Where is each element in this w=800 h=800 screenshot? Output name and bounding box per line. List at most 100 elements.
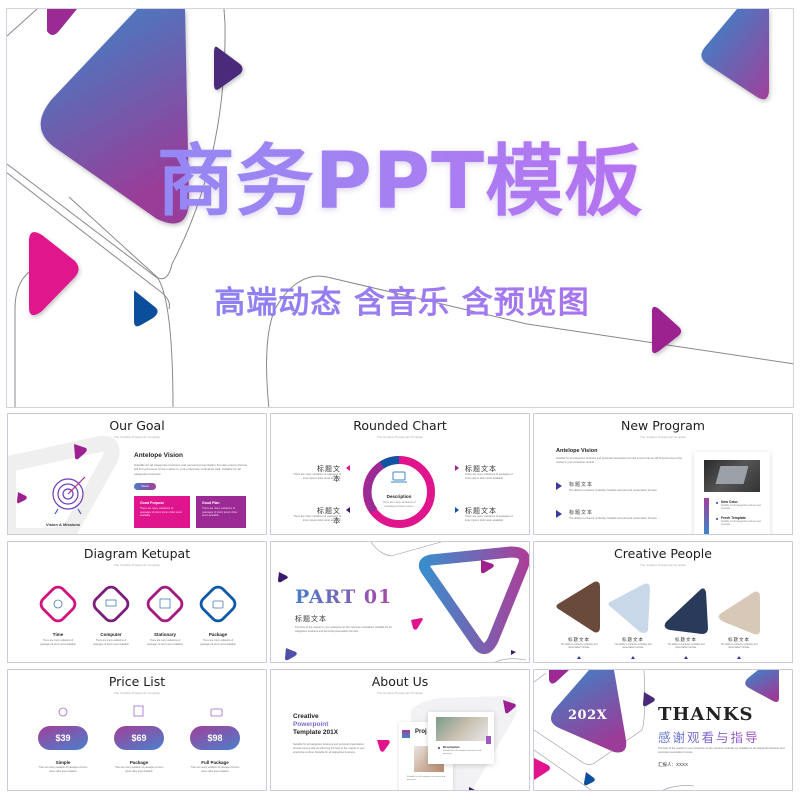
people-photos (556, 581, 760, 635)
description-popup: Description Suitable for all categories … (428, 712, 494, 764)
slide-rounded-chart[interactable]: Rounded Chart The Creative Powerpoint Te… (270, 413, 530, 535)
slide-title: Creative People (614, 546, 712, 561)
target-icon-label: Vision & Missions (46, 522, 81, 527)
triangle-left-icon (346, 465, 350, 471)
slide-part-01[interactable]: PART 01 标题文本 The best of the market to y… (270, 541, 530, 663)
card-item-title: Fresh Template (721, 516, 746, 520)
hero-title: 商务PPT模板 (7, 119, 793, 231)
part-body: The best of the market to your enterpris… (295, 626, 392, 633)
triangle-right-icon (455, 465, 459, 471)
diagram-label: Computer (100, 632, 122, 637)
laptop-photo (704, 460, 760, 492)
slide-our-goal[interactable]: Our Goal The Creative Powerpoint Templat… (7, 413, 267, 535)
about-body: Suitable for all categories business and… (293, 743, 365, 755)
about-heading-2: Powerpoint (293, 721, 329, 728)
our-goal-decoration (8, 435, 120, 534)
plan-name: Full Package (201, 760, 229, 765)
plan-name: Simple (55, 760, 71, 765)
item-body: There are many variations of passages of… (465, 515, 513, 522)
slide-creative-people[interactable]: Creative People The Creative Powerpoint … (533, 541, 793, 663)
donut-chart (363, 456, 435, 528)
section-heading: Antelope Vision (556, 448, 598, 454)
slide-subtitle: The Creative Powerpoint Template (640, 435, 686, 439)
part-title: PART 01 (295, 586, 393, 608)
diagram-body: There are many variations of passages of… (200, 639, 236, 646)
diagram-label: Stationary (153, 632, 176, 637)
part-heading: 标题文本 (295, 615, 327, 623)
person-title: 标题文本 (675, 638, 697, 643)
slide-thanks[interactable]: 202X THANKS 感谢观看与指导 The best of the mark… (533, 669, 793, 791)
plan-name: Package (129, 760, 149, 765)
slide-subtitle: The Creative Powerpoint Template (114, 691, 160, 695)
item-body: The ability to enhance verticality. Suit… (569, 517, 658, 520)
bullet-icon (716, 518, 718, 520)
slide-diagram-ketupat[interactable]: Diagram Ketupat The Creative Powerpoint … (7, 541, 267, 663)
plan-body: There are many variations of passages of… (190, 767, 240, 773)
price-pill-full[interactable]: $98 (190, 726, 240, 750)
card-title: Good Purpose (140, 501, 165, 505)
slide-subtitle: The Creative Powerpoint Template (377, 691, 423, 695)
section-heading: Antelope Vision (134, 452, 183, 459)
slide-title: Rounded Chart (353, 418, 447, 433)
card-body: There are many variations of passages of… (140, 507, 182, 517)
price-pill-simple[interactable]: $39 (38, 726, 88, 750)
item-title: 标题文本 (317, 507, 341, 525)
person-body: The ability to enhance verticality and p… (560, 644, 598, 650)
card-body: There are many variations of passages of… (202, 507, 238, 517)
thanks-decoration (534, 670, 779, 790)
person-body: The ability to enhance verticality and p… (667, 644, 705, 650)
slide-new-program[interactable]: New Program The Creative Powerpoint Temp… (533, 413, 793, 535)
card-title: Good Plan (202, 501, 220, 505)
play-triangle-icon (556, 510, 562, 518)
vision-pill-button[interactable]: Vision (134, 483, 156, 490)
play-triangle-icon (556, 482, 562, 490)
item-body: There are many variations of passages of… (293, 473, 341, 480)
office-photo (436, 717, 488, 741)
item-body: There are many variations of passages of… (465, 473, 513, 480)
popup-title: Description (443, 745, 460, 749)
gradient-bar (704, 498, 709, 534)
slide-title: Diagram Ketupat (83, 546, 191, 561)
program-card: New Color Suitable for all categories bu… (694, 452, 770, 534)
triangle-right-icon (455, 507, 459, 513)
slide-title: About Us (371, 674, 429, 689)
item-body: There are many variations of passages of… (293, 515, 341, 522)
person-body: The ability to enhance verticality and p… (720, 644, 758, 650)
slide-subtitle: The Creative Powerpoint Template (377, 435, 423, 439)
diagram-body: There are many variations of passages of… (93, 639, 129, 646)
accent-block (486, 736, 491, 744)
triangle-up-icon (631, 656, 635, 659)
triangle-up-icon (577, 656, 581, 659)
hero-cover-slide[interactable]: 商务PPT模板 高端动态 含音乐 含预览图 (6, 8, 794, 408)
slide-subtitle: The Creative Powerpoint Template (114, 435, 160, 439)
card-item-body: Suitable for all categories business and… (721, 521, 761, 527)
year-label: 202X (568, 708, 608, 723)
item-title: 标题文本 (569, 482, 594, 488)
plan-body: There are many variations of passages of… (38, 767, 88, 773)
gradient-square (402, 730, 410, 738)
price-pill-package[interactable]: $69 (114, 726, 164, 750)
price-icons (58, 705, 223, 717)
plan-body: There are many variations of passages of… (114, 767, 164, 773)
slide-subtitle: The Creative Powerpoint Template (640, 563, 686, 567)
item-title: 标题文本 (569, 510, 594, 516)
slide-about-us[interactable]: About Us The Creative Powerpoint Templat… (270, 669, 530, 791)
chart-center-label: Description (386, 494, 412, 499)
diagram-body: There are many variations of passages of… (147, 639, 183, 646)
slide-price-list[interactable]: Price List The Creative Powerpoint Templ… (7, 669, 267, 791)
bullet-icon (438, 747, 440, 749)
chart-center-body: There are many variations of passages of… (382, 501, 416, 508)
diagram-body: There are many variations of passages of… (40, 639, 76, 646)
reporter-label: 汇报人：XXXX (658, 762, 689, 767)
part01-decoration (278, 542, 529, 662)
popup-body: Suitable for all categories business and… (443, 750, 482, 756)
item-title: 标题文本 (317, 465, 341, 483)
section-body: Suitable for all categories business and… (556, 457, 682, 464)
slide-title: New Program (621, 418, 705, 433)
hero-subtitle: 高端动态 含音乐 含预览图 (7, 277, 793, 322)
project-card-title: Proj (415, 729, 427, 735)
project-card-body: Suitable for all categories business and… (407, 776, 446, 782)
person-body: The ability to enhance verticality and p… (614, 644, 652, 650)
diagram-label: Time (52, 632, 64, 637)
